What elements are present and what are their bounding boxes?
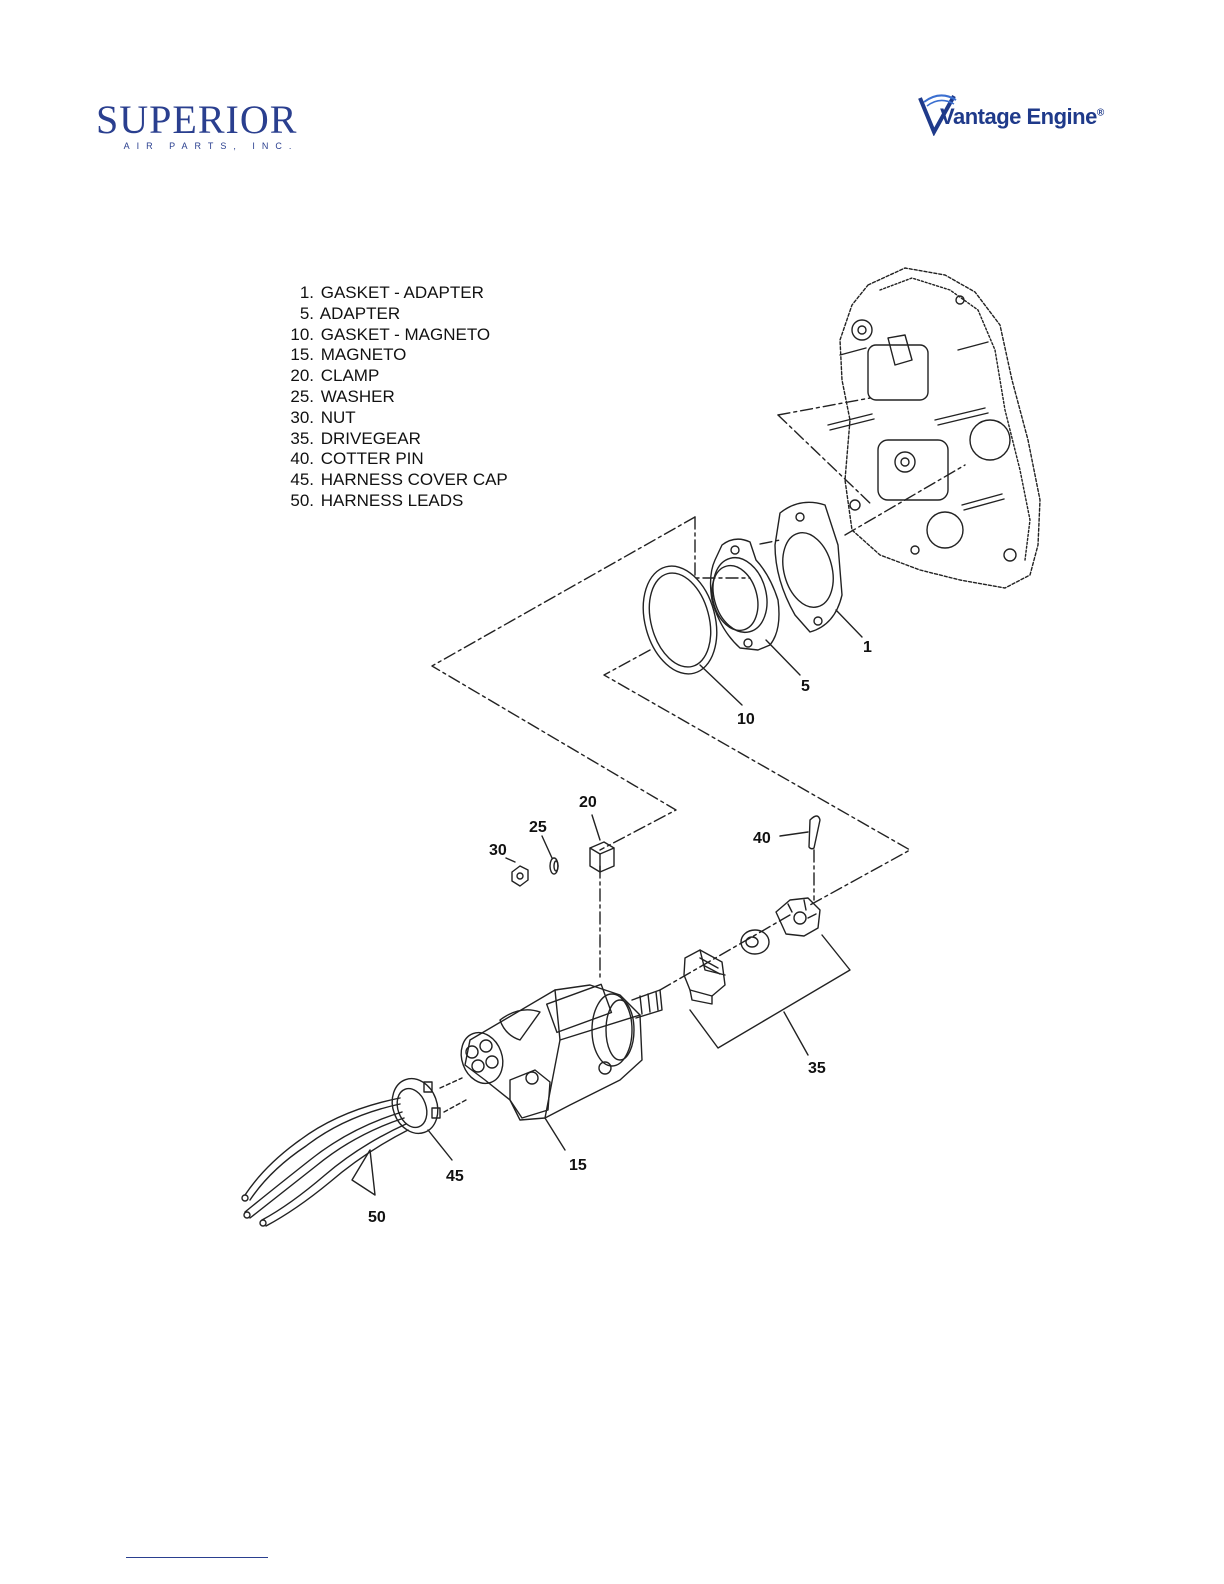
callout-50: 50 xyxy=(368,1209,386,1226)
callout-5: 5 xyxy=(801,678,810,695)
callout-30: 30 xyxy=(489,842,507,859)
gasket-adapter xyxy=(775,502,862,637)
callout-15: 15 xyxy=(569,1157,587,1174)
engine-accessory-case xyxy=(828,268,1040,588)
magneto-body xyxy=(454,984,662,1150)
footer-rule xyxy=(126,1557,268,1558)
callout-25: 25 xyxy=(529,819,547,836)
harness-cover-cap xyxy=(385,1072,466,1140)
callout-1: 1 xyxy=(863,639,872,656)
callout-10: 10 xyxy=(737,711,755,728)
callout-35: 35 xyxy=(808,1060,826,1077)
drive-gear xyxy=(684,950,725,1004)
cotter-pin xyxy=(809,816,820,849)
castle-nut xyxy=(776,898,820,936)
adapter xyxy=(705,539,800,675)
callout-20: 20 xyxy=(579,794,597,811)
clamp xyxy=(590,842,614,872)
callout-45: 45 xyxy=(446,1168,464,1185)
drive-washer xyxy=(741,930,769,954)
nut xyxy=(512,866,528,886)
harness-leads xyxy=(242,1098,408,1226)
washer xyxy=(550,858,558,874)
callout-40: 40 xyxy=(753,830,771,847)
